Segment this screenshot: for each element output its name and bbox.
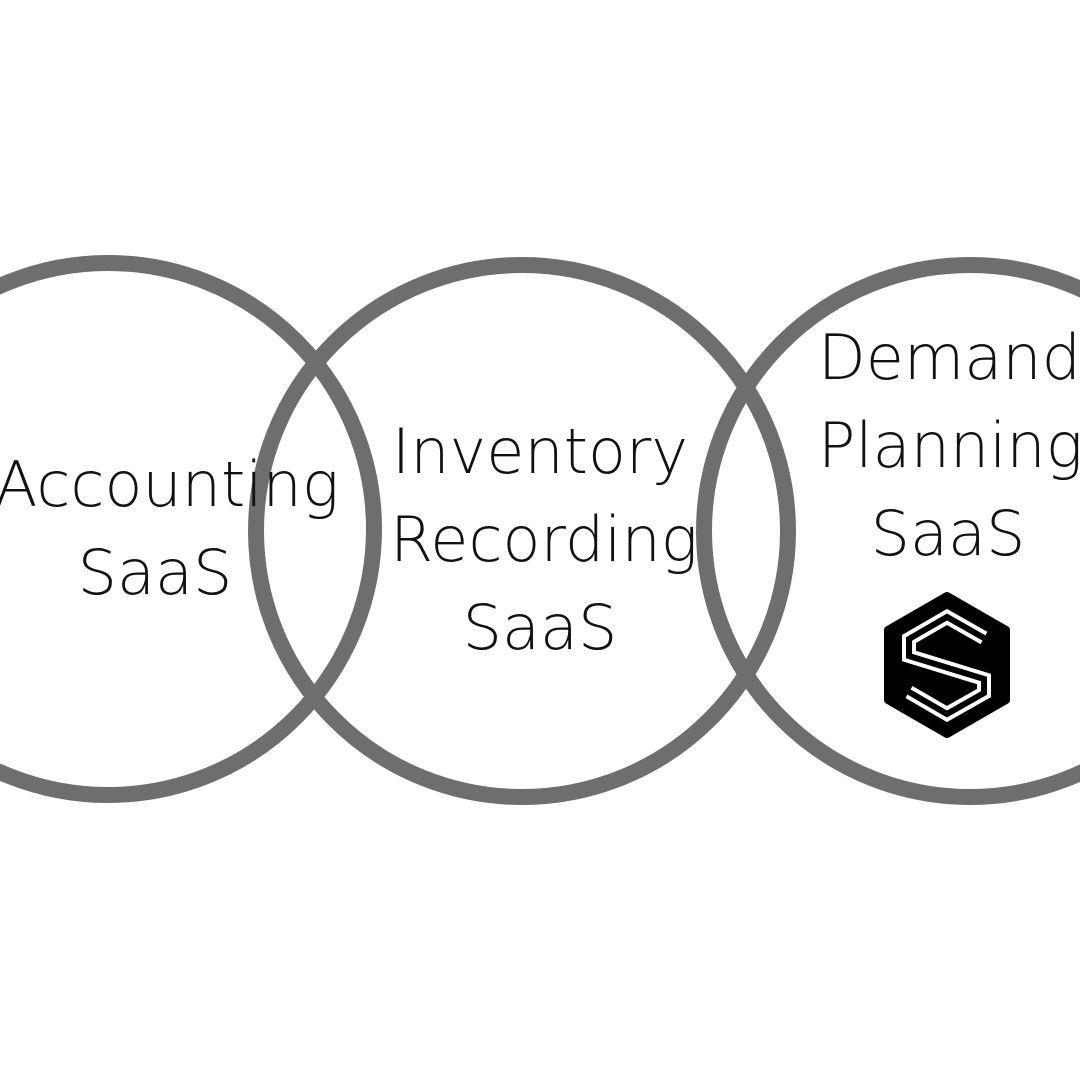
label-line: Demand — [818, 321, 1080, 394]
hexagon-s-logo-icon — [884, 592, 1010, 738]
label-line: Recording — [390, 503, 698, 576]
label-accounting: Accounting SaaS — [0, 441, 340, 617]
circle-inventory — [248, 257, 796, 805]
label-line: Planning — [818, 409, 1080, 482]
circle-demand — [696, 257, 1080, 805]
label-line: Inventory — [391, 415, 689, 488]
circle-accounting — [0, 255, 382, 803]
label-line: SaaS — [462, 591, 618, 664]
label-demand: Demand Planning SaaS — [818, 314, 1080, 578]
label-line: SaaS — [77, 536, 233, 609]
label-line: SaaS — [870, 497, 1026, 570]
label-line: Accounting — [0, 448, 340, 521]
label-inventory: Inventory Recording SaaS — [390, 408, 698, 672]
